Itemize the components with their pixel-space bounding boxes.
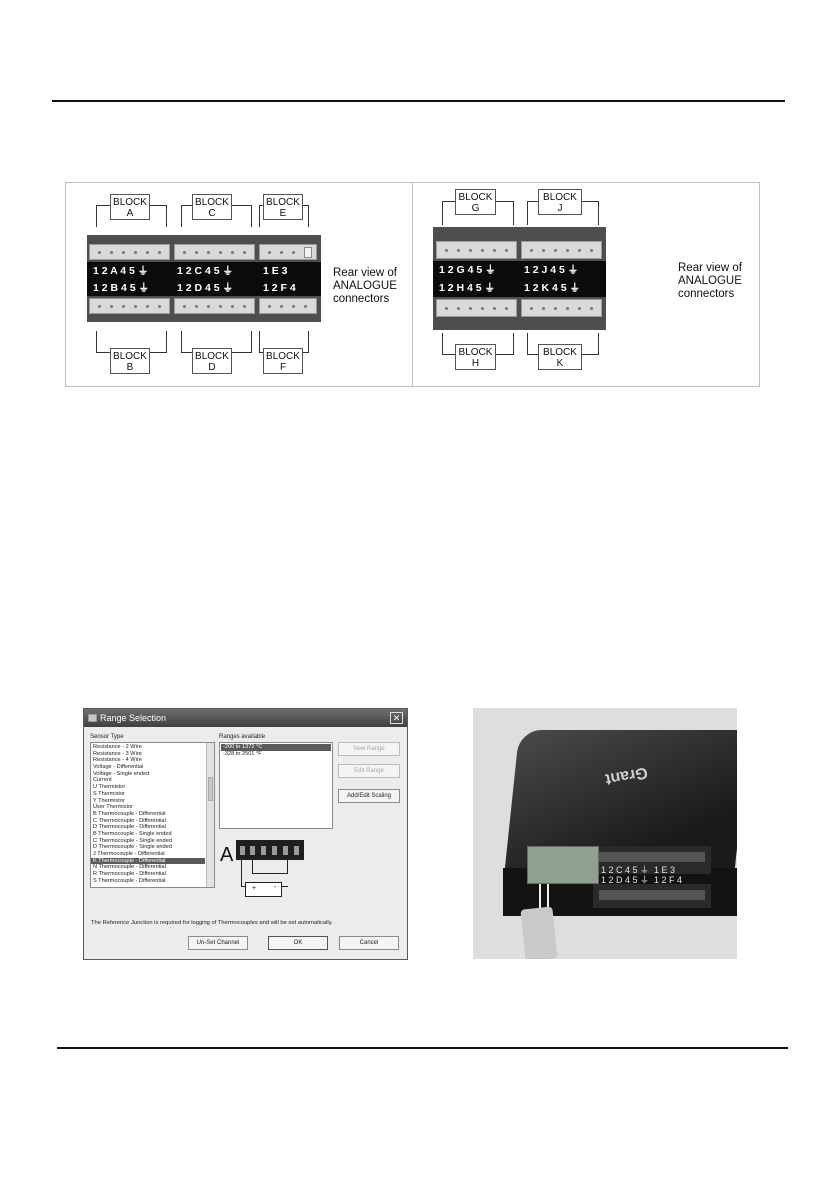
- connector-block-d: [174, 298, 255, 314]
- connector-block-f: [259, 298, 317, 314]
- cable-tag: [520, 906, 558, 959]
- sensor-type-item[interactable]: R Thermocouple - Differential: [93, 871, 166, 878]
- dialog-title-bar[interactable]: Range Selection ✕: [84, 709, 407, 727]
- connector-block-a: [89, 244, 170, 260]
- range-item[interactable]: -200 to 1372 °C: [221, 744, 331, 751]
- connector-panel-left: 1 2 A 4 5 ⏚ 1 2 C 4 5 ⏚ 1 E 3 1 2 B 4 5 …: [87, 235, 321, 322]
- pin-labels-j: 1 2 J 4 5 ⏚: [524, 264, 579, 276]
- pin-labels-b: 1 2 B 4 5 ⏚: [93, 282, 150, 294]
- edit-range-button[interactable]: Edit Range: [338, 764, 400, 778]
- pin-labels-a: 1 2 A 4 5 ⏚: [93, 265, 149, 277]
- pin-labels-e: 1 E 3: [263, 265, 288, 277]
- cancel-button[interactable]: Cancel: [339, 936, 399, 950]
- caption-left: Rear view of ANALOGUE connectors: [333, 267, 397, 305]
- analogue-connector-diagram: 1 2 A 4 5 ⏚ 1 2 C 4 5 ⏚ 1 E 3 1 2 B 4 5 …: [65, 182, 760, 387]
- sensor-type-item[interactable]: U Thermistor: [93, 784, 126, 791]
- pin-label-strip-right: [433, 261, 606, 297]
- unset-channel-button[interactable]: Un-Set Channel: [188, 936, 248, 950]
- pin-labels-c: 1 2 C 4 5 ⏚: [177, 265, 234, 277]
- caption-right: Rear view of ANALOGUE connectors: [678, 262, 742, 300]
- scrollbar-thumb[interactable]: [208, 777, 213, 801]
- sensor-type-item[interactable]: S Thermocouple - Differential: [93, 877, 166, 884]
- connector-block-j: [521, 241, 602, 259]
- photo-labels-bottom: 1 2 D 4 5 ⏚ 1 2 F 4: [601, 875, 683, 885]
- connector-block-b: [89, 298, 170, 314]
- range-item[interactable]: -328 to 2501 °F: [223, 750, 262, 757]
- sensor-type-item[interactable]: Voltage - Differential: [93, 764, 144, 771]
- mini-connector: [236, 840, 304, 860]
- sensor-type-item[interactable]: N Thermocouple - Differential: [93, 864, 166, 871]
- wiring-line-left: [241, 860, 242, 887]
- terminal-row-upper: [599, 852, 705, 862]
- ok-button[interactable]: OK: [268, 936, 328, 950]
- connector-letter: A: [220, 844, 234, 866]
- sensor-type-item[interactable]: Resistance - 4 Wire: [93, 757, 142, 764]
- app-icon: [88, 714, 97, 722]
- new-range-button[interactable]: New Range: [338, 742, 400, 756]
- pin-labels-h: 1 2 H 4 5 ⏚: [439, 282, 496, 294]
- sensor-type-item[interactable]: S Thermistor: [93, 790, 125, 797]
- sensor-type-item[interactable]: B Thermocouple - Single ended: [93, 830, 172, 837]
- wiring-source-box: [245, 882, 282, 897]
- add-edit-scaling-button[interactable]: Add/Edit Scaling: [338, 789, 400, 803]
- sensor-type-item[interactable]: J Thermocouple - Differential: [93, 851, 165, 857]
- connector-block-e: [259, 244, 317, 260]
- pin-label-strip-left: [87, 262, 321, 296]
- pin-labels-f: 1 2 F 4: [263, 282, 296, 294]
- sensor-type-item[interactable]: User Thermistor: [93, 804, 133, 811]
- range-selection-dialog: Range Selection ✕ Sensor Type Ranges ava…: [83, 708, 408, 960]
- sensor-type-item[interactable]: B Thermocouple - Differential: [93, 810, 166, 817]
- dialog-title: Range Selection: [100, 713, 167, 723]
- pin-labels-d: 1 2 D 4 5 ⏚: [177, 282, 234, 294]
- close-icon[interactable]: ✕: [390, 712, 403, 724]
- connector-block-k: [521, 299, 602, 317]
- diagram-divider: [412, 183, 413, 386]
- top-rule: [52, 100, 785, 102]
- sensor-type-item[interactable]: Resistance - 3 Wire: [93, 750, 142, 757]
- pin-labels-k: 1 2 K 4 5 ⏚: [524, 282, 581, 294]
- connector-block-h: [436, 299, 517, 317]
- sensor-type-item[interactable]: C Thermocouple - Single ended: [93, 837, 172, 844]
- sensor-type-label: Sensor Type: [90, 734, 124, 740]
- sensor-type-item[interactable]: Voltage - Single ended: [93, 770, 150, 777]
- sensor-type-item[interactable]: Current: [93, 777, 112, 784]
- logger-connector-photo: Grant 1 2 C 4 5 ⏚ 1 E 3 1 2 D 4 5 ⏚ 1 2 …: [473, 708, 737, 959]
- connector-block-c: [174, 244, 255, 260]
- reference-junction-note: The Reference Junction is required for l…: [91, 920, 333, 926]
- sensor-type-item[interactable]: Y Thermistor: [93, 797, 125, 804]
- wiring-line-right: [252, 860, 288, 874]
- sensor-type-item[interactable]: K Thermocouple - Differential: [91, 857, 205, 865]
- wiring-plus: +: [252, 885, 257, 892]
- bottom-rule: [57, 1047, 788, 1049]
- connector-block-g: [436, 241, 517, 259]
- ranges-list[interactable]: -200 to 1372 °C-328 to 2501 °F: [219, 742, 333, 829]
- sensor-type-item[interactable]: C Thermocouple - Differential: [93, 817, 166, 824]
- terminal-row-lower: [599, 890, 705, 900]
- pin-labels-g: 1 2 G 4 5 ⏚: [439, 264, 496, 276]
- sensor-type-item[interactable]: D Thermocouple - Single ended: [93, 844, 172, 851]
- photo-labels-top: 1 2 C 4 5 ⏚ 1 E 3: [601, 865, 676, 875]
- sensor-list-scrollbar[interactable]: [206, 743, 214, 887]
- ranges-available-label: Ranges available: [219, 734, 266, 740]
- range-items: -200 to 1372 °C-328 to 2501 °F: [221, 744, 331, 757]
- thermocouple-plug: [527, 846, 599, 884]
- wiring-minus: -: [274, 884, 277, 891]
- sensor-type-item[interactable]: Resistance - 2 Wire: [93, 744, 142, 750]
- sensor-type-item[interactable]: D Thermocouple - Differential: [93, 824, 166, 831]
- connector-panel-right: 1 2 G 4 5 ⏚ 1 2 J 4 5 ⏚ 1 2 H 4 5 ⏚ 1 2 …: [433, 227, 606, 330]
